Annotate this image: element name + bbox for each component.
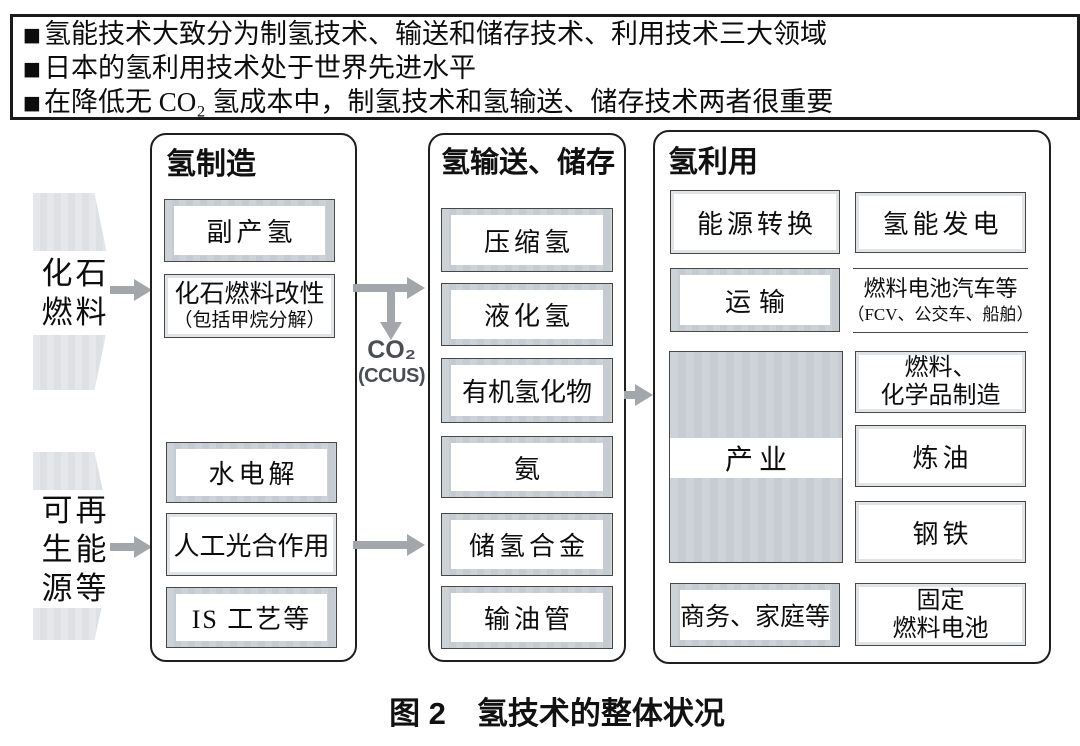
co2-down-arrowhead-icon (380, 322, 402, 340)
transport-to-utilization-arrow (624, 391, 638, 399)
renewable-to-production-arrow (110, 543, 136, 551)
bullet-square-icon: ■ (23, 92, 41, 114)
box-pipeline: 输油管 (441, 586, 613, 649)
box-stationary-fuel-cell: 固定 燃料电池 (855, 583, 1026, 646)
renewable-energy-input-shape: 可再 生能 源等 (33, 452, 115, 640)
co2-branch-line (387, 284, 395, 324)
box-compressed-hydrogen: 压缩氢 (441, 208, 613, 272)
box-steel: 钢铁 (855, 501, 1026, 563)
box-fossil-fuel-reforming: 化石燃料改性 （包括甲烷分解） (164, 274, 335, 338)
fossil-fuel-label: 化石 燃料 (33, 251, 115, 335)
industry-label: 产业 (670, 438, 842, 478)
transport-to-utilization-arrowhead-icon (635, 384, 653, 406)
box-byproduct-hydrogen: 副产氢 (164, 199, 335, 262)
production-to-transport-arrowhead-icon (407, 277, 425, 299)
co2-ccus-label: CO₂ (CCUS) (358, 336, 426, 388)
box-hydrogen-storage-alloy: 储氢合金 (441, 513, 613, 576)
production-to-transport-arrow-lower (353, 541, 409, 549)
column-title-utilization: 氢利用 (668, 146, 758, 179)
box-water-electrolysis: 水电解 (166, 442, 337, 503)
column-title-production: 氢制造 (166, 148, 256, 181)
figure-caption: 图 2 氢技术的整体状况 (389, 696, 725, 731)
production-to-transport-arrow (353, 284, 409, 292)
box-commerce-household: 商务、家庭等 (670, 583, 840, 647)
box-hydrogen-power-generation: 氢能发电 (855, 192, 1026, 253)
box-is-process: IS 工艺等 (166, 587, 337, 648)
box-oil-refining: 炼油 (855, 425, 1026, 487)
box-fuel-cell-vehicles: 燃料电池汽车等 （FCV、公交车、船舶） (847, 268, 1034, 333)
box-industry: 产业 (669, 351, 843, 563)
box-energy-conversion: 能源转换 (670, 190, 840, 254)
column-title-transport: 氢输送、储存 (441, 147, 616, 179)
box-fuel-chemicals: 燃料、 化学品制造 (855, 351, 1026, 413)
box-organic-hydride: 有机氢化物 (441, 358, 613, 423)
fossil-to-production-arrow (110, 286, 136, 294)
note-bullet-3: ■在降低无 CO₂ 氢成本中，制氢技术和氢输送、储存技术两者很重要 (23, 87, 834, 117)
box-ammonia: 氨 (441, 436, 613, 498)
note-bullet-1: ■氢能技术大致分为制氢技术、输送和储存技术、利用技术三大领域 (23, 19, 827, 49)
renewable-energy-label: 可再 生能 源等 (33, 490, 115, 608)
box-artificial-photosynthesis: 人工光合作用 (166, 513, 337, 576)
box-transportation: 运输 (670, 268, 840, 332)
production-to-transport-lower-arrowhead-icon (407, 534, 425, 556)
note-bullet-2: ■日本的氢利用技术处于世界先进水平 (23, 53, 476, 83)
box-liquefied-hydrogen: 液化氢 (441, 283, 613, 346)
summary-note-box: ■氢能技术大致分为制氢技术、输送和储存技术、利用技术三大领域 ■日本的氢利用技术… (10, 14, 1080, 120)
bullet-square-icon: ■ (23, 24, 41, 46)
fossil-to-production-arrowhead-icon (134, 279, 152, 301)
fossil-fuel-input-shape: 化石 燃料 (33, 193, 115, 390)
renewable-to-production-arrowhead-icon (134, 536, 152, 558)
bullet-square-icon: ■ (23, 58, 41, 80)
